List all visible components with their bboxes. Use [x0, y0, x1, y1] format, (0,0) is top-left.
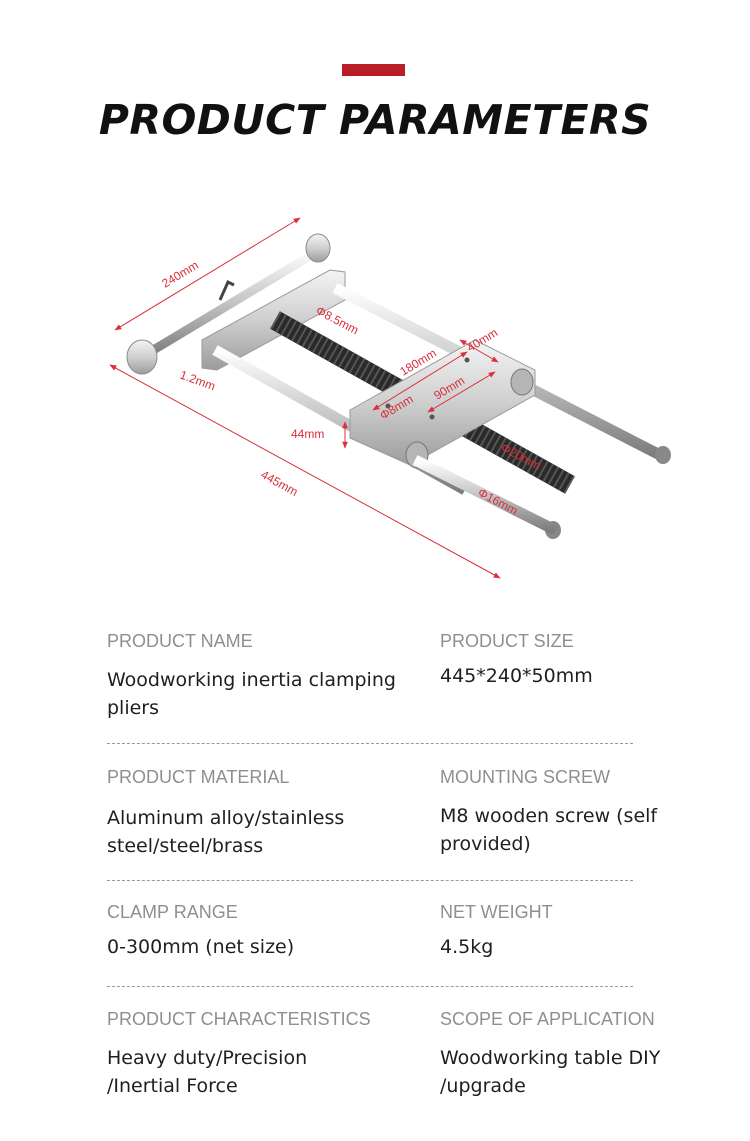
spec-mounting-screw: MOUNTING SCREW M8 wooden screw (self pro… [440, 764, 700, 858]
spec-product-size: PRODUCT SIZE 445*240*50mm [440, 628, 700, 690]
spec-label: MOUNTING SCREW [440, 767, 610, 787]
spec-label: PRODUCT SIZE [440, 631, 574, 651]
dim-thickness-label: 1.2mm [178, 368, 217, 394]
divider [107, 986, 633, 987]
dimension-lines [109, 217, 501, 579]
spec-value: Woodworking table DIY /upgrade [440, 1047, 661, 1097]
spec-label: NET WEIGHT [440, 902, 553, 922]
dim-rod-diameter-label: Φ16mm [476, 485, 520, 518]
divider [107, 880, 633, 881]
spec-value: Woodworking inertia clamping pliers [107, 669, 396, 719]
accent-bar [342, 64, 405, 76]
spec-label: PRODUCT NAME [107, 631, 253, 651]
divider [107, 743, 633, 744]
dim-height-label: 44mm [291, 427, 324, 441]
spec-value: 4.5kg [440, 936, 494, 958]
spec-value: Heavy duty/Precision /Inertial Force [107, 1047, 308, 1097]
spec-scope-of-application: SCOPE OF APPLICATION Woodworking table D… [440, 1006, 700, 1100]
dim-width-label: 240mm [159, 258, 201, 291]
spec-clamp-range: CLAMP RANGE 0-300mm (net size) [107, 899, 417, 961]
spec-product-characteristics: PRODUCT CHARACTERISTICS Heavy duty/Preci… [107, 1006, 417, 1100]
spec-product-name: PRODUCT NAME Woodworking inertia clampin… [107, 628, 417, 722]
page-title: PRODUCT PARAMETERS [98, 96, 652, 144]
spec-value: Aluminum alloy/stainless steel/steel/bra… [107, 807, 345, 857]
spec-label: PRODUCT CHARACTERISTICS [107, 1009, 371, 1029]
spec-value: 445*240*50mm [440, 665, 593, 687]
spec-product-material: PRODUCT MATERIAL Aluminum alloy/stainles… [107, 764, 417, 860]
product-illustration: 240mm 445mm 1.2mm 44mm 180mm 40mm 90mm Φ… [109, 217, 671, 579]
spec-value: 0-300mm (net size) [107, 936, 295, 958]
spec-net-weight: NET WEIGHT 4.5kg [440, 899, 700, 961]
dim-rod-small-label: Φ8.5mm [314, 303, 361, 337]
spec-value: M8 wooden screw (self provided) [440, 805, 658, 855]
spec-label: CLAMP RANGE [107, 902, 238, 922]
dim-length-label: 445mm [259, 467, 301, 499]
spec-label: SCOPE OF APPLICATION [440, 1009, 655, 1029]
spec-label: PRODUCT MATERIAL [107, 767, 290, 787]
